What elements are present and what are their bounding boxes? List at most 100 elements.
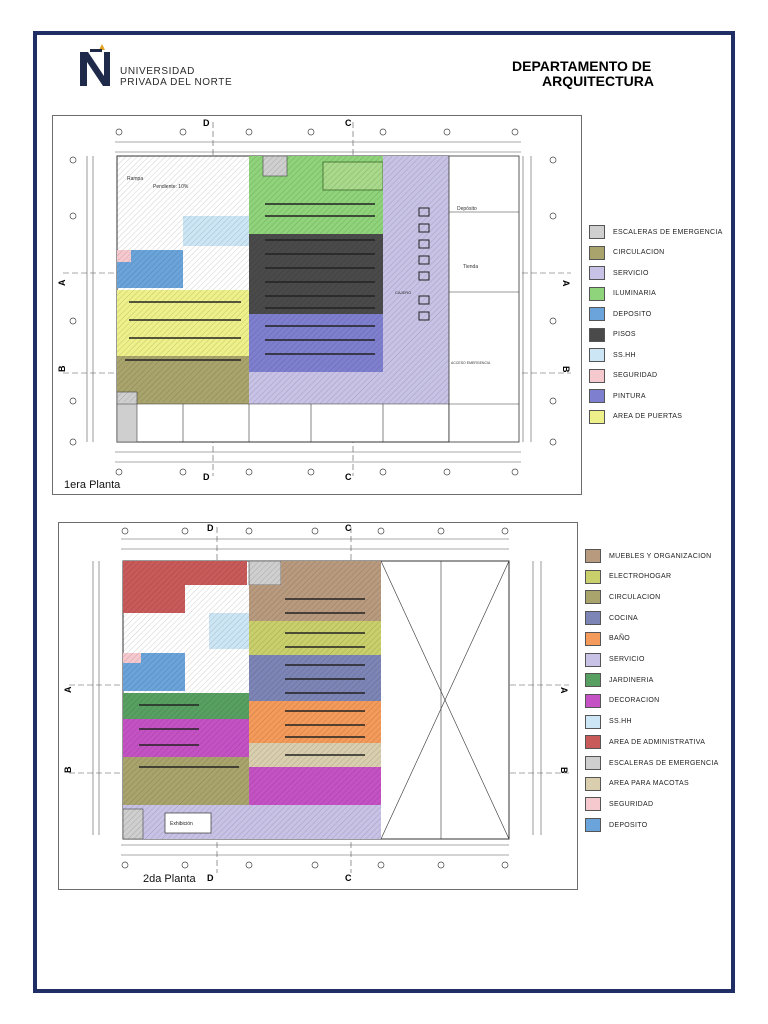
plan2-legend-item: MUEBLES Y ORGANIZACION (585, 549, 711, 563)
plan2-legend-swatch (585, 756, 601, 770)
plan1-legend-swatch (589, 389, 605, 403)
plan2-legend-label: AREA DE ADMINISTRATIVA (609, 738, 706, 746)
plan1-legend-label: DEPOSITO (613, 310, 652, 318)
plan2-legend-label: CIRCULACION (609, 593, 661, 601)
plan1-drawing: D C D C A B A B (57, 118, 571, 482)
plan1-hatch-right (249, 156, 449, 404)
plan2-legend-swatch (585, 673, 601, 688)
university-name-line1: UNIVERSIDAD (120, 66, 195, 77)
plan1-grid-d-top: D (203, 118, 210, 128)
plan2-legend-label: COCINA (609, 614, 639, 622)
plan2-legend-item: DECORACION (585, 693, 659, 708)
plan1-legend-swatch (589, 266, 605, 280)
sheet-border-inner (36, 34, 732, 990)
plan1-label: 1era Planta (64, 479, 121, 491)
plan1-legend-item: AREA DE PUERTAS (589, 409, 683, 424)
university-name-line2: PRIVADA DEL NORTE (120, 77, 233, 88)
plan2-legend-item: SS.HH (585, 714, 632, 729)
plan2-legend-label: JARDINERIA (609, 676, 654, 684)
plan2-hatch (123, 561, 381, 839)
plan1-legend-swatch (589, 409, 605, 424)
plan2-text-exhibit: Exhibición (170, 821, 193, 827)
plan1-stores-block (448, 155, 520, 443)
plan2-legend-swatch (585, 714, 601, 729)
plan2-legend-item: AREA DE ADMINISTRATIVA (585, 735, 706, 750)
plan2-legend-swatch (585, 549, 601, 563)
plan1-legend-item: SS.HH (589, 348, 636, 362)
plan1-legend-swatch (589, 225, 605, 239)
plan1-grid-bubbles (69, 128, 557, 476)
plan1-store-divisions (117, 211, 519, 442)
plan1-legend-label: SS.HH (613, 351, 636, 359)
plan1-legend-item: SEGURIDAD (589, 368, 658, 383)
plan1-legend-item: SERVICIO (589, 266, 649, 280)
plan2-grid-b-left: B (63, 766, 73, 773)
plan1-legend-item: ILUMINARIA (589, 286, 657, 301)
plan1-legend-label: PINTURA (613, 392, 646, 400)
department-line2: ARQUITECTURA (542, 73, 654, 89)
plan1-grid-c-top: C (345, 118, 352, 128)
plan1-legend-swatch (589, 286, 605, 301)
plan2-grid-a-left: A (63, 686, 73, 693)
plan2-grid-b-right: B (559, 767, 569, 774)
plan2-legend-item: ELECTROHOGAR (585, 569, 672, 584)
plan2-exhibit-box (164, 812, 212, 834)
plan2-legend-label: AREA PARA MACOTAS (609, 780, 689, 788)
plan2-legend-label: ELECTROHOGAR (609, 573, 672, 581)
plan1-legend-label: ILUMINARIA (613, 290, 657, 297)
plan2-legend-label: SERVICIO (609, 656, 645, 663)
plan1-legend-swatch (589, 348, 605, 362)
plan2-legend-swatch (585, 693, 601, 708)
plan2-legend-swatch (585, 735, 601, 750)
plan2-grid-d-bottom: D (207, 873, 214, 883)
plan1-legend-label: AREA DE PUERTAS (613, 413, 683, 420)
plan1-grid-a-left: A (57, 279, 67, 286)
plan1-grid-d-bottom: D (203, 472, 210, 482)
plan1-legend-swatch (589, 245, 605, 260)
plan1-grid-a-right: A (561, 280, 571, 287)
plan1-text-ramp: Rampa (127, 176, 143, 182)
plan1-racks (418, 207, 430, 321)
plan2-legend-swatch (585, 818, 601, 833)
plan1-legend-swatch (589, 307, 605, 321)
plan1-legend-label: SERVICIO (613, 269, 649, 277)
plan1-legend-swatch (589, 368, 605, 383)
plan1-legend-label: ESCALERAS DE EMERGENCIA (613, 228, 723, 236)
plan1-legend-item: PISOS (589, 327, 636, 342)
plan2-grid-a-right: A (559, 687, 569, 694)
plan1-legend-item: CIRCULACION (589, 245, 665, 260)
plan2-legend-label: SS.HH (609, 718, 632, 726)
plan2-legend-item: DEPOSITO (585, 818, 648, 833)
plan2-legend-swatch (585, 652, 601, 667)
plan2-frame: D C D C A B A B (58, 522, 578, 890)
plan2-legend-label: DEPOSITO (609, 821, 648, 829)
plan2-legend-swatch (585, 590, 601, 605)
plan1-frame: D C D C A B A B (52, 115, 582, 495)
plan2-legend-item: SEGURIDAD (585, 797, 653, 812)
plan2-grid-bubbles (121, 527, 509, 869)
plan1-legend-item: ESCALERAS DE EMERGENCIA (589, 225, 723, 239)
plan1-text-store: Tienda (463, 264, 478, 270)
plan1-hatch-left (117, 156, 249, 402)
plan1-legend-item: PINTURA (589, 389, 646, 403)
plan2-legend-swatch (585, 776, 601, 791)
plan1-legend-label: CIRCULACION (613, 249, 665, 256)
plan2-empty-area-grid (380, 560, 510, 840)
plan1-grid-b-left: B (57, 365, 67, 372)
plan1-text-storage: Depósito (457, 206, 477, 212)
plan2-grid-c-top: C (345, 523, 352, 533)
plan1-legend-label: PISOS (613, 331, 636, 338)
plan2-legend-item: COCINA (585, 611, 639, 626)
plan2-grid-d-top: D (207, 523, 214, 533)
plan1-shelves (125, 203, 375, 361)
university-name: UNIVERSIDAD PRIVADA DEL NORTE (120, 66, 232, 88)
university-logo (72, 40, 242, 90)
plan2-legend-swatch (585, 611, 601, 626)
plan2-legend-item: JARDINERIA (585, 673, 654, 688)
plan1-text-cashier: CAJERO (395, 290, 411, 295)
plan1-grid-c-bottom: C (345, 472, 352, 482)
plan2-legend-item: BAÑO (585, 631, 630, 646)
plan1-legend-label: SEGURIDAD (613, 372, 658, 379)
plan1-text-slope: Pendiente: 10% (153, 184, 189, 190)
plan1-legend-item: DEPOSITO (589, 307, 651, 321)
